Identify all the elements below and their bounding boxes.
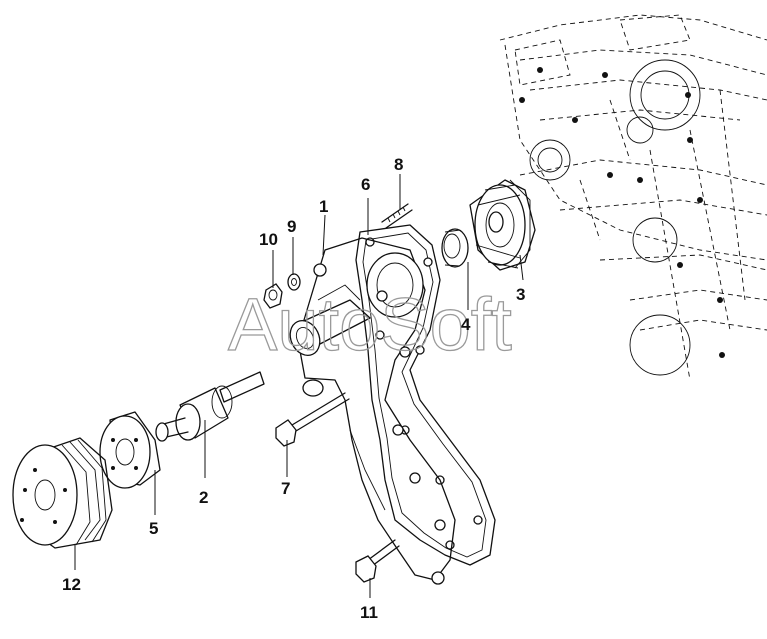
callout-2: 2 [199,488,208,507]
housing-bolt [275,392,350,447]
watermark: AutoSoft [228,283,512,366]
callout-10: 10 [259,230,278,249]
pulley [12,437,113,549]
callout-1: 1 [319,197,328,216]
hub-flange [99,411,161,489]
engine-block [499,14,767,381]
callout-11: 11 [360,603,378,622]
gasket-bolt [355,539,400,583]
leader-lines [74,174,524,598]
pump-seal [441,228,469,268]
callout-6: 6 [361,175,370,194]
callout-12: 12 [62,575,81,594]
callout-4: 4 [461,315,471,334]
stud-bolt [381,203,413,229]
callout-8: 8 [394,155,403,174]
washer [287,273,301,291]
callout-3: 3 [516,285,525,304]
shaft-bearing [155,371,265,442]
callout-9: 9 [287,217,296,236]
water-pump-housing [289,237,456,585]
nut [263,283,283,309]
impeller [469,179,536,271]
callout-7: 7 [281,479,290,498]
callout-5: 5 [149,519,158,538]
